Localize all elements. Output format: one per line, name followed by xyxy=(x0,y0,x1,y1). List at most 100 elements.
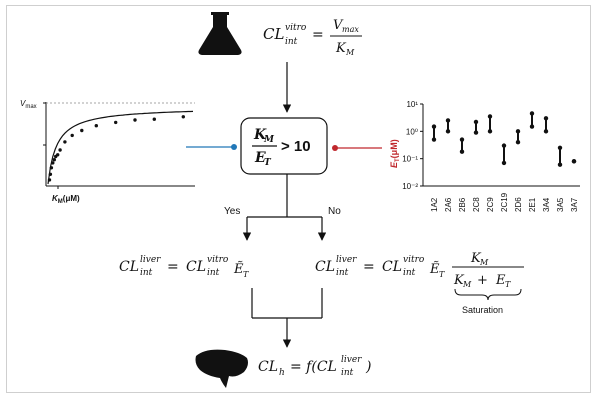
et-range-high-point xyxy=(515,129,521,134)
svg-text:CL: CL xyxy=(315,259,335,275)
et-range-high-point xyxy=(557,145,563,150)
mm-chart: Vmax KM(μM) xyxy=(20,99,195,205)
svg-text:CL: CL xyxy=(382,259,402,275)
svg-text:=: = xyxy=(363,259,375,275)
svg-text:CL: CL xyxy=(119,259,139,275)
svg-text:=: = xyxy=(167,259,179,275)
merge-connector xyxy=(251,288,323,348)
mm-data-point xyxy=(152,117,156,121)
svg-text:T: T xyxy=(243,270,249,279)
liver-icon xyxy=(195,349,248,388)
svg-text:T: T xyxy=(264,158,272,168)
svg-text:M: M xyxy=(345,48,355,57)
svg-text:E: E xyxy=(254,150,266,166)
svg-text:V: V xyxy=(333,18,344,33)
mm-data-point xyxy=(49,166,54,170)
et-range-high-point xyxy=(459,137,465,142)
equation-clh: CL h = f(CL liver int ) xyxy=(258,355,371,378)
svg-text:h: h xyxy=(279,368,285,378)
svg-text:int: int xyxy=(336,268,349,278)
et-ytick-label: 10¹ xyxy=(406,100,418,109)
et-category-label: 2D6 xyxy=(514,197,523,212)
figure-frame xyxy=(6,5,591,393)
et-range-low-point xyxy=(487,129,493,134)
svg-text:M: M xyxy=(263,135,275,145)
et-range-low-point xyxy=(557,162,563,167)
svg-text:E: E xyxy=(495,273,506,288)
mm-data-point xyxy=(181,115,185,119)
saturation-label: Saturation xyxy=(462,305,503,315)
et-category-label: 3A5 xyxy=(556,197,565,212)
et-range-high-point xyxy=(487,114,493,119)
svg-text:+: + xyxy=(477,273,488,288)
svg-text:liver: liver xyxy=(341,355,362,365)
et-ytick-label: 10⁻² xyxy=(402,182,418,191)
equation-yes: CL liver int = CL vitro int Ẽ T xyxy=(119,255,249,279)
equation-cl-int-vitro: CL vitro int = V max K M xyxy=(263,18,362,57)
svg-text:= f(CL: = f(CL xyxy=(290,359,337,375)
mm-data-point xyxy=(63,140,67,144)
svg-text:vitro: vitro xyxy=(207,255,229,265)
mm-data-point xyxy=(70,133,74,138)
et-range-low-point xyxy=(473,130,479,135)
mm-data-point xyxy=(114,120,118,125)
svg-text:int: int xyxy=(285,37,298,47)
mm-data-point xyxy=(47,178,52,182)
km-axis-label: KM(μM) xyxy=(52,194,80,205)
km-connector xyxy=(186,144,237,150)
et-category-label: 3A7 xyxy=(570,197,579,212)
et-category-label: 1A2 xyxy=(430,197,439,212)
svg-text:M: M xyxy=(462,280,472,289)
et-axis-label: ET(μM) xyxy=(389,139,401,168)
vmax-label: Vmax xyxy=(20,99,37,110)
mm-fit-curve xyxy=(47,110,194,185)
decision-box: K M E T > 10 xyxy=(240,117,328,175)
svg-text:=: = xyxy=(312,27,324,43)
et-category-label: 3A4 xyxy=(542,197,551,212)
et-range-low-point xyxy=(515,140,521,145)
et-range-high-point xyxy=(473,119,479,125)
yes-label: Yes xyxy=(224,206,240,217)
et-range-high-point xyxy=(431,124,437,129)
svg-text:int: int xyxy=(341,368,354,378)
mm-data-point xyxy=(94,124,99,128)
flask-icon xyxy=(198,12,242,55)
et-range-low-point xyxy=(431,137,437,142)
svg-text:vitro: vitro xyxy=(403,255,425,265)
svg-text:K: K xyxy=(470,251,482,266)
svg-text:Ẽ: Ẽ xyxy=(233,261,244,277)
svg-text:K: K xyxy=(335,41,347,56)
svg-text:int: int xyxy=(403,268,416,278)
mm-data-point xyxy=(48,172,53,176)
et-range-high-point xyxy=(445,118,451,123)
mm-data-point xyxy=(51,161,55,165)
branch-connector xyxy=(242,174,327,241)
saturation-brace xyxy=(454,288,522,301)
et-range-low-point xyxy=(501,160,507,166)
no-label: No xyxy=(328,206,341,217)
svg-text:T: T xyxy=(505,280,511,289)
svg-text:): ) xyxy=(365,359,371,375)
svg-text:int: int xyxy=(207,268,220,278)
svg-text:vitro: vitro xyxy=(285,23,307,33)
svg-text:> 10: > 10 xyxy=(281,138,311,155)
svg-text:CL: CL xyxy=(263,25,284,43)
et-ytick-label: 10⁻¹ xyxy=(402,155,418,164)
et-category-label: 2C19 xyxy=(500,192,509,212)
et-category-label: 2C9 xyxy=(486,197,495,212)
equation-no: CL liver int = CL vitro int Ẽ T K M K M … xyxy=(315,251,524,289)
svg-text:max: max xyxy=(342,25,359,34)
et-category-label: 2A6 xyxy=(444,197,453,212)
et-range-low-point xyxy=(543,129,549,134)
et-category-label: 2E1 xyxy=(528,197,537,212)
et-range-high-point xyxy=(571,159,577,164)
svg-text:T: T xyxy=(439,270,445,279)
svg-text:int: int xyxy=(140,268,153,278)
et-range-low-point xyxy=(529,124,535,129)
svg-text:Ẽ: Ẽ xyxy=(429,261,440,277)
svg-text:K: K xyxy=(453,273,465,288)
svg-text:CL: CL xyxy=(186,259,206,275)
et-ytick-label: 10⁰ xyxy=(406,127,418,136)
